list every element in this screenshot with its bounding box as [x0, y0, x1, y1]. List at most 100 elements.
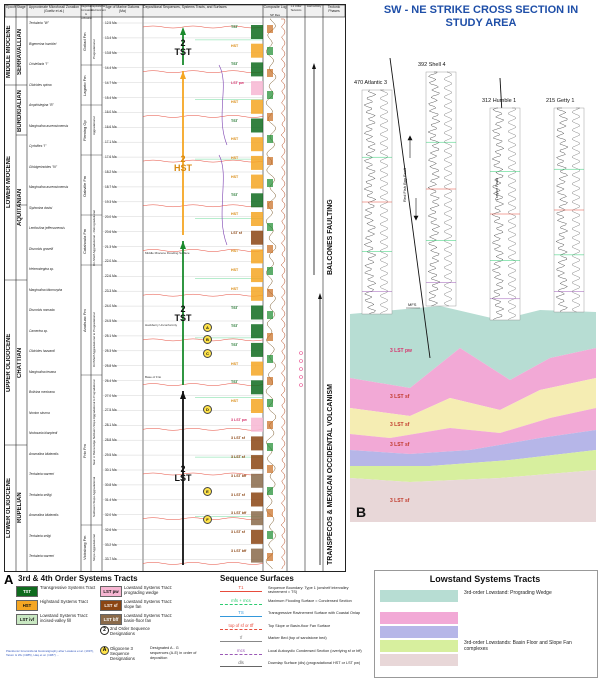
age-datum: 26.4 Ma	[105, 378, 117, 383]
env-progradational: Progradational	[92, 39, 96, 59]
legend-surface-symbol: mfs + mcs	[231, 597, 251, 603]
age-datum: 23.3 Ma	[105, 289, 117, 294]
systems-tract-label: 3 LST sf	[231, 455, 245, 460]
systems-tract-label: TST	[231, 305, 238, 310]
taxon-label: Textularia warreni	[29, 472, 55, 476]
unit-label-lst-sf-2: 3 LST sf	[390, 422, 410, 428]
systems-tract-label: TST	[231, 380, 238, 385]
systems-tract-label: 3 LST sf	[231, 436, 245, 441]
stage-burdigalian: BURDIGALIAN	[17, 90, 23, 132]
cross-section: 470 Atlantic 3 392 Shell 4 312 Humble 1 …	[350, 58, 596, 528]
legend-surface-desc: Sequence Boundary: Type 1 (onshelf inter…	[268, 586, 349, 595]
legend-tracts-title: 3rd & 4th Order Systems Tracts	[18, 574, 138, 583]
legend-tract-swatch: LST pw	[100, 586, 122, 597]
age-datum: 12.5 Ma	[105, 21, 117, 25]
legend-tract-desc: Lowstand Systems Tract: basin-floor fan	[124, 613, 172, 623]
legend-surface-line	[220, 653, 262, 655]
age-datum: 28.8 Ma	[105, 438, 117, 443]
header-epoch: Epoch Stage	[6, 5, 26, 9]
sequence-circle-e: E	[203, 487, 212, 496]
age-datum: 25.1 Ma	[105, 333, 117, 338]
legend-tract-swatch: HST	[16, 600, 38, 611]
taxon-label: Textularia "W"	[29, 21, 49, 25]
header-sequences: Depositional Sequences, Systems Tracts, …	[143, 5, 227, 9]
legend-surface-symbol: TS	[238, 610, 244, 615]
formation-oakville: Oakville Fm	[82, 175, 87, 197]
systems-tract-label: HST	[231, 249, 239, 254]
legend-surface-desc: Local Autocyclic Condensed Section (over…	[268, 648, 362, 653]
taxon-label: Anomalina bilateralis	[29, 451, 59, 456]
header-tectonic-phases: Tectonic Phases	[327, 5, 341, 13]
epoch-lower-oligocene: LOWER OLIGOCENE	[6, 478, 12, 538]
formation-anahuac: Anahuac Fm	[82, 309, 87, 333]
age-datum: 29.5 Ma	[105, 453, 117, 458]
systems-tract-label: 3 LST bff	[231, 511, 247, 516]
legend-surface-desc: Transgressive Ravinement Surface with Co…	[268, 611, 361, 615]
unit-label-lst-sf-3: 3 LST sf	[390, 442, 410, 448]
legend-tract-swatch: LST ivf	[16, 614, 38, 625]
well-label-shell: 392 Shell 4	[418, 62, 446, 68]
env-subbasin-slope: Near or Below Edge Subbasin Slope Aggrad…	[92, 379, 96, 465]
systems-tract-label: TST	[231, 62, 238, 67]
legend-designated-desc: Designated A - G sequences (A-E) in orde…	[150, 646, 197, 660]
systems-tract-label: HST	[231, 174, 239, 179]
age-datum: 27.0 Ma	[105, 393, 117, 398]
systems-tract-label: HST	[231, 268, 239, 273]
systems-tract-label: LST sf	[231, 230, 242, 235]
systems-tract-label: LST pw	[231, 81, 244, 86]
taxon-label: Bigenerina humblei	[29, 41, 57, 46]
unit-label-lst-sf-1: 3 LST sf	[390, 394, 410, 400]
taxon-label: Nodosaria blanpiedi	[29, 431, 58, 435]
env-onshelf-prog: On/Shelf Aggradational to Progradational	[92, 312, 96, 368]
header-age: Age of Marine Datums (Ma)	[105, 5, 140, 13]
age-datum: 33.7 Ma	[105, 557, 117, 562]
header-formation: Regional Formation & Lithostrat.	[81, 5, 93, 20]
epoch-middle-miocene: MIDDLE MIOCENE	[6, 25, 12, 79]
age-datum: 30.1 Ma	[105, 468, 117, 472]
legend-lowstand-desc: 3rd-order Lowstand: Prograding Wedge	[464, 590, 552, 596]
systems-tract-label: 3 LST bff	[231, 473, 247, 478]
legend-tract-swatch: LST sf	[100, 600, 122, 611]
legend-tract-swatch: TST	[16, 586, 38, 597]
formation-vicksburg: Vicksburg Fm	[82, 535, 87, 561]
taxon-label: Discorbis gravelli	[29, 246, 54, 251]
surface-middle-miocene: Middle Miocene Flooding Surface	[145, 251, 190, 255]
taxon-label: Camerina sp.	[29, 328, 48, 333]
taxon-label: Textularia selligi	[29, 492, 52, 497]
age-datum: 30.8 Ma	[105, 482, 117, 487]
legend-surface-symbol: mcs	[237, 647, 245, 653]
cross-section-graphic	[350, 58, 596, 522]
sequence-circle-a: A	[203, 323, 212, 332]
fault-label-traylor: Traylor Fault	[494, 178, 499, 201]
formation-frio: Frio Fm	[82, 444, 87, 458]
header-composite-log: Composite Log	[263, 5, 287, 9]
age-datum: 13.8 Ma	[105, 50, 117, 55]
legend-lowstand-swatch	[380, 640, 458, 652]
age-datum: 13.4 Ma	[105, 35, 117, 40]
env-onshelf-retro: On-Shelf Aggradational - Retrogradationa…	[92, 210, 96, 266]
sequence-circle-c: C	[203, 349, 212, 358]
systems-tract-label: HST	[231, 212, 239, 216]
age-datum: 25.3 Ma	[105, 348, 117, 353]
section-title: SW - NE STRIKE CROSS SECTION IN STUDY AR…	[383, 4, 579, 29]
systems-tract-label: TST	[231, 342, 238, 347]
well-label-humble: 312 Humble 1	[482, 98, 517, 104]
legend-lowstand-swatch	[380, 654, 458, 666]
legend-surface-desc: Marker Bed (top of sandstone bed)	[268, 636, 327, 640]
legend-surface-symbol: dls	[238, 660, 244, 665]
systems-tract-label: HST	[231, 137, 239, 142]
legend-tract-desc: Lowstand Systems Tract: prograding wedge	[124, 585, 172, 595]
legend-surface-line	[220, 591, 262, 592]
sequence-circle-b: B	[203, 335, 212, 344]
age-datum: 18.2 Ma	[105, 170, 117, 174]
age-datum: 28.1 Ma	[105, 423, 117, 428]
age-datum: 17.6 Ma	[105, 155, 117, 160]
panel-b-label: B	[356, 504, 367, 520]
taxon-label: Marginulina ascensionensis	[29, 123, 69, 128]
taxon-label: Amphistegina "B"	[29, 103, 54, 107]
systems-tract-label: TST	[231, 25, 238, 29]
unit-label-lst-sf-4: 3 LST sf	[390, 498, 410, 504]
